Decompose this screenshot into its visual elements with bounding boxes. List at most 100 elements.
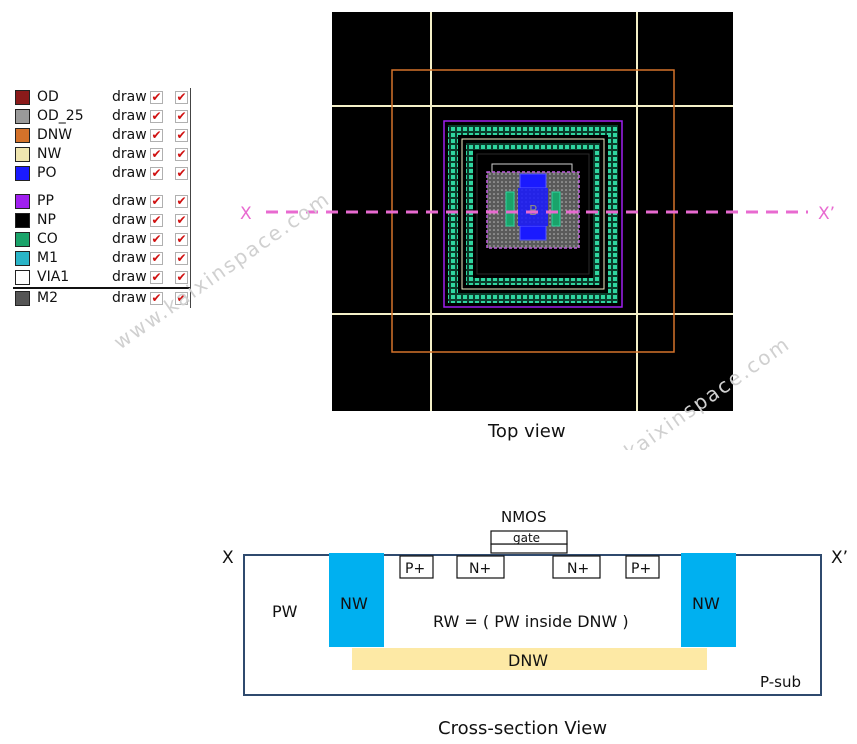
po-swatch-icon [15, 166, 30, 181]
legend-layer-state: draw [112, 108, 147, 124]
cut-label-end: X’ [818, 204, 835, 224]
nw-swatch-icon [15, 147, 30, 162]
legend-layer-name: M1 [37, 250, 58, 266]
legend-layer-name: M2 [37, 290, 58, 306]
selectable-checkbox[interactable]: ✔ [175, 251, 188, 265]
legend-layer-name: CO [37, 231, 58, 247]
selectable-checkbox[interactable]: ✔ [175, 194, 188, 208]
nw-right-label: NW [692, 594, 720, 613]
selectable-checkbox[interactable]: ✔ [175, 147, 188, 161]
legend-layer-state: draw [112, 146, 147, 162]
visible-checkbox[interactable]: ✔ [150, 194, 163, 208]
legend-layer-name: OD_25 [37, 108, 84, 124]
od-swatch-icon [15, 90, 30, 105]
n-plus-right-label: N+ [567, 561, 589, 577]
selectable-checkbox[interactable]: ✔ [175, 90, 188, 104]
psub-label: P-sub [760, 673, 801, 691]
selectable-checkbox[interactable]: ✔ [175, 166, 188, 180]
dnw-swatch-icon [15, 128, 30, 143]
selectable-checkbox[interactable]: ✔ [175, 232, 188, 246]
m2-swatch-icon [15, 291, 30, 306]
gate-finger [518, 188, 548, 226]
visible-checkbox[interactable]: ✔ [150, 166, 163, 180]
nmos-title: NMOS [501, 508, 547, 526]
legend-divider [13, 287, 190, 289]
p-plus-left-box [399, 555, 434, 579]
legend-layer-name: DNW [37, 127, 73, 143]
cross-section-caption: Cross-section View [438, 718, 607, 739]
rw-label: RW = ( PW inside DNW ) [433, 612, 629, 631]
legend-layer-name: PO [37, 165, 57, 181]
poly-gate-bottom [519, 225, 547, 241]
pp-swatch-icon [15, 194, 30, 209]
visible-checkbox[interactable]: ✔ [150, 291, 163, 305]
legend-layer-state: draw [112, 89, 147, 105]
visible-checkbox[interactable]: ✔ [150, 213, 163, 227]
visible-checkbox[interactable]: ✔ [150, 128, 163, 142]
legend-layer-state: draw [112, 290, 147, 306]
visible-checkbox[interactable]: ✔ [150, 251, 163, 265]
p-plus-right-box [625, 555, 660, 579]
legend-layer-name: PP [37, 193, 54, 209]
od25-swatch-icon [15, 109, 30, 124]
dnw-region [352, 648, 707, 670]
poly-gate-top [519, 173, 547, 189]
selectable-checkbox[interactable]: ✔ [175, 291, 188, 305]
pw-label: PW [272, 602, 298, 621]
selectable-checkbox[interactable]: ✔ [175, 109, 188, 123]
dnw-label: DNW [508, 651, 548, 670]
legend-border [190, 88, 191, 308]
watermark-text: www.kaixinspace.com [109, 186, 334, 354]
legend-layer-name: NP [37, 212, 56, 228]
selectable-checkbox[interactable]: ✔ [175, 270, 188, 284]
legend-layer-state: draw [112, 269, 147, 285]
m1-swatch-icon [15, 251, 30, 266]
m1-left [505, 191, 515, 227]
legend-layer-state: draw [112, 231, 147, 247]
visible-checkbox[interactable]: ✔ [150, 109, 163, 123]
legend-layer-state: draw [112, 127, 147, 143]
nw-left-region [329, 553, 384, 647]
selectable-checkbox[interactable]: ✔ [175, 128, 188, 142]
gate-oxide [490, 543, 568, 554]
gate-box [490, 530, 568, 545]
pp-outline [443, 120, 623, 308]
visible-checkbox[interactable]: ✔ [150, 147, 163, 161]
selectable-checkbox[interactable]: ✔ [175, 213, 188, 227]
x-right-label: X’ [831, 548, 848, 568]
via1-swatch-icon [15, 270, 30, 285]
n-plus-left-label: N+ [469, 561, 491, 577]
n-plus-left-box [456, 555, 505, 579]
p-plus-right-label: P+ [631, 561, 651, 577]
x-left-label: X [222, 548, 234, 568]
legend-layer-state: draw [112, 165, 147, 181]
p-plus-left-label: P+ [405, 561, 425, 577]
legend-layer-name: OD [37, 89, 59, 105]
top-view-caption: Top view [487, 421, 566, 442]
visible-checkbox[interactable]: ✔ [150, 270, 163, 284]
n-plus-right-box [552, 555, 601, 579]
legend-layer-name: VIA1 [37, 269, 70, 285]
legend-layer-state: draw [112, 212, 147, 228]
np-swatch-icon [15, 213, 30, 228]
gate-label: gate [513, 531, 540, 545]
co-swatch-icon [15, 232, 30, 247]
visible-checkbox[interactable]: ✔ [150, 232, 163, 246]
m1-right [551, 191, 561, 227]
visible-checkbox[interactable]: ✔ [150, 90, 163, 104]
nw-right-region [681, 553, 736, 647]
top-view-layout: B X X’ Top view www.kaixinspace.com www.… [109, 10, 835, 450]
cut-label-start: X [240, 204, 252, 224]
nw-ring-outline [461, 138, 605, 290]
